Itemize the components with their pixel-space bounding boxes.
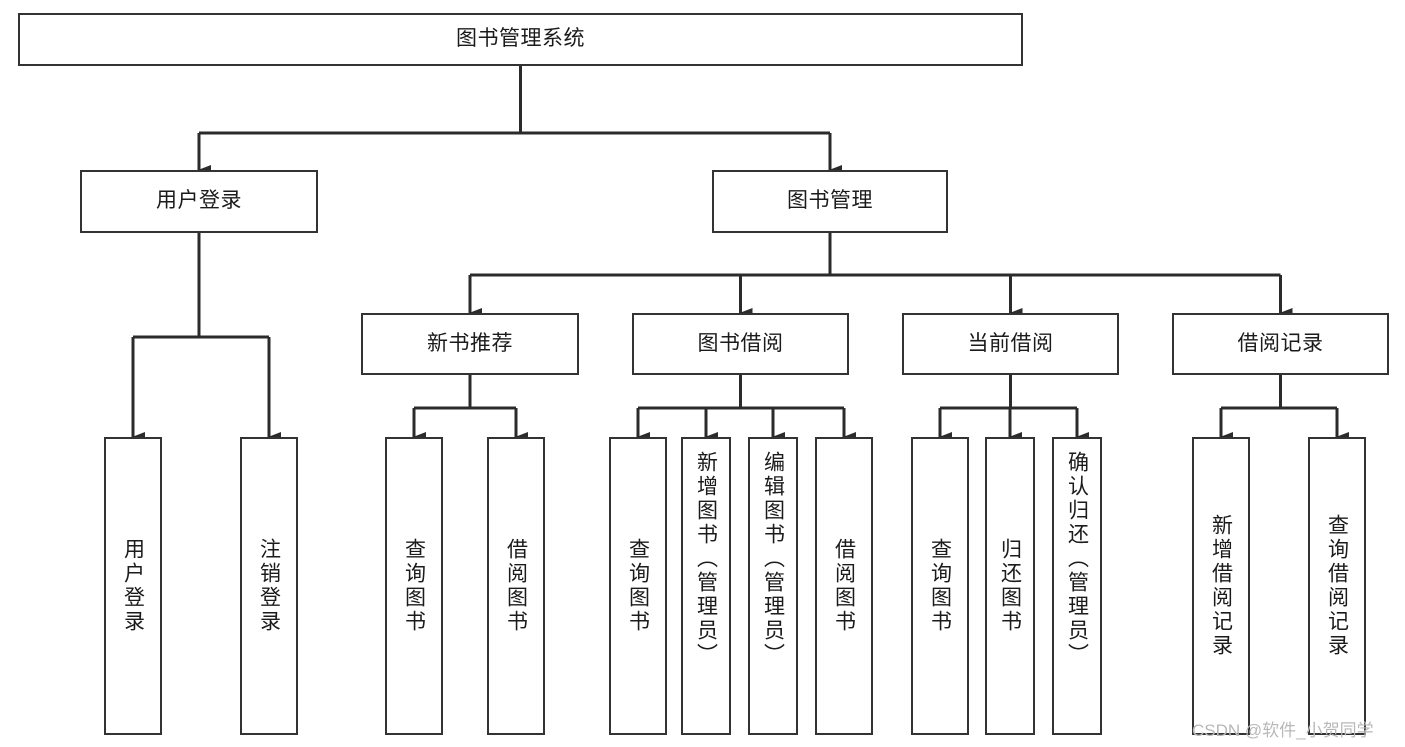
node-label-leaf-query-borrow-record: 查询借阅记录 <box>1325 514 1349 658</box>
node-leaf-return-book[interactable]: 归还图书 <box>985 437 1035 735</box>
node-label-leaf-borrow-book-1: 借阅图书 <box>504 538 528 634</box>
node-leaf-confirm-return-admin[interactable]: 确认归还（管理员） <box>1052 437 1102 735</box>
node-book-manage[interactable]: 图书管理 <box>712 170 948 233</box>
node-leaf-query-book-1[interactable]: 查询图书 <box>385 437 443 735</box>
node-new-book-rec[interactable]: 新书推荐 <box>361 313 579 375</box>
node-label-borrow-record: 借阅记录 <box>1237 331 1324 355</box>
node-label-leaf-query-book-1: 查询图书 <box>402 538 426 634</box>
node-leaf-query-book-2[interactable]: 查询图书 <box>609 437 667 735</box>
node-leaf-add-borrow-record[interactable]: 新增借阅记录 <box>1192 437 1250 735</box>
node-label-leaf-confirm-return-admin: 确认归还（管理员） <box>1065 451 1089 667</box>
node-label-root: 图书管理系统 <box>456 27 585 51</box>
node-book-borrow[interactable]: 图书借阅 <box>632 313 849 375</box>
node-label-book-manage: 图书管理 <box>787 189 873 213</box>
node-leaf-edit-book-admin[interactable]: 编辑图书（管理员） <box>748 437 798 735</box>
node-leaf-query-borrow-record[interactable]: 查询借阅记录 <box>1308 437 1366 735</box>
node-leaf-borrow-book-1[interactable]: 借阅图书 <box>487 437 545 735</box>
node-borrow-record[interactable]: 借阅记录 <box>1172 313 1389 375</box>
node-label-user-login: 用户登录 <box>156 189 242 213</box>
node-label-leaf-return-book: 归还图书 <box>998 538 1022 634</box>
node-label-leaf-add-book-admin: 新增图书（管理员） <box>694 451 718 667</box>
node-root[interactable]: 图书管理系统 <box>18 13 1023 66</box>
node-leaf-query-book-3[interactable]: 查询图书 <box>911 437 969 735</box>
node-label-current-borrow: 当前借阅 <box>967 331 1054 355</box>
node-leaf-add-book-admin[interactable]: 新增图书（管理员） <box>681 437 731 735</box>
node-label-leaf-query-book-3: 查询图书 <box>928 538 952 634</box>
node-label-leaf-query-book-2: 查询图书 <box>626 538 650 634</box>
node-current-borrow[interactable]: 当前借阅 <box>902 313 1119 375</box>
node-label-leaf-edit-book-admin: 编辑图书（管理员） <box>761 451 785 667</box>
node-label-book-borrow: 图书借阅 <box>697 331 784 355</box>
node-leaf-logout[interactable]: 注销登录 <box>240 437 298 735</box>
node-label-leaf-logout: 注销登录 <box>257 538 281 634</box>
node-label-leaf-add-borrow-record: 新增借阅记录 <box>1209 514 1233 658</box>
node-label-new-book-rec: 新书推荐 <box>427 331 513 355</box>
node-user-login[interactable]: 用户登录 <box>80 170 318 233</box>
node-label-leaf-borrow-book-2: 借阅图书 <box>832 538 856 634</box>
csdn-watermark: CSDN @软件_小贺同学 <box>1192 721 1374 740</box>
node-leaf-borrow-book-2[interactable]: 借阅图书 <box>815 437 873 735</box>
node-leaf-user-login[interactable]: 用户登录 <box>104 437 162 735</box>
node-label-leaf-user-login: 用户登录 <box>121 538 145 634</box>
